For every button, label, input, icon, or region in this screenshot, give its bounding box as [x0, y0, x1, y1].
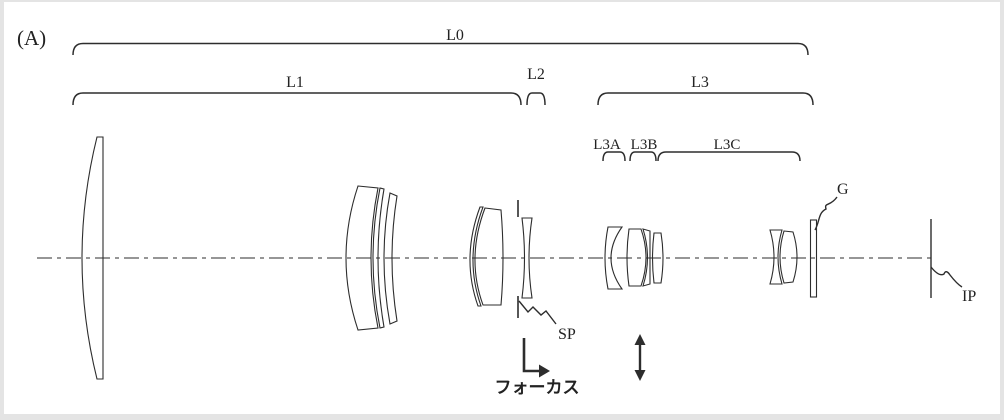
- label-l3: L3: [691, 74, 709, 91]
- lens-elements: [81, 136, 818, 380]
- label-ip: IP: [962, 288, 976, 305]
- bracket-l1: [72, 92, 522, 106]
- label-g: G: [837, 181, 849, 198]
- label-l3b: L3B: [631, 137, 658, 153]
- label-sp: SP: [558, 326, 576, 343]
- bracket-l3a: [602, 151, 626, 162]
- label-l0: L0: [446, 27, 464, 44]
- focus-arrow-shaft: [522, 338, 540, 373]
- group-brackets: [72, 42, 814, 162]
- label-l1: L1: [286, 74, 304, 91]
- lens-l3a-meniscus: [604, 226, 624, 290]
- lens-l3c-biconvex: [779, 230, 798, 284]
- focus-arrow: [522, 338, 550, 378]
- movement-arrow-down-head-icon: [634, 370, 646, 381]
- panel-label: (A): [17, 26, 46, 50]
- glass-block: [809, 219, 818, 298]
- movement-arrow: [634, 334, 646, 381]
- focus-arrowhead-icon: [539, 364, 550, 378]
- bracket-l3b: [629, 151, 657, 162]
- lens-l3c-thin-element: [651, 232, 664, 284]
- lens-l3b-doublet-element-2: [642, 228, 651, 287]
- bracket-l3: [597, 92, 814, 106]
- label-focus: フォーカス: [495, 378, 580, 398]
- lens-l3c-biconcave: [769, 229, 783, 285]
- lens-l2-biconcave: [521, 217, 533, 299]
- bracket-l3c: [657, 151, 801, 162]
- label-l2: L2: [527, 66, 545, 83]
- label-l3c: L3C: [714, 137, 741, 153]
- lens-l1-thick-element: [474, 207, 504, 306]
- movement-arrow-up-head-icon: [634, 334, 646, 345]
- lens-l1-doublet-element-2: [372, 187, 385, 329]
- label-l3a: L3A: [593, 137, 621, 153]
- lens-l1-rear-meniscus: [383, 192, 398, 325]
- sp-leader-line: [518, 300, 557, 325]
- lens-l1-front-element: [81, 136, 104, 380]
- g-leader-line: [814, 196, 838, 231]
- ip-leader-line: [930, 266, 963, 288]
- bracket-l2: [526, 92, 546, 106]
- bracket-l0: [72, 42, 809, 56]
- lens-l1-doublet-element-1: [345, 185, 379, 331]
- lens-l1-crescent-element: [469, 206, 484, 307]
- lens-l3b-doublet-element-1: [626, 228, 647, 287]
